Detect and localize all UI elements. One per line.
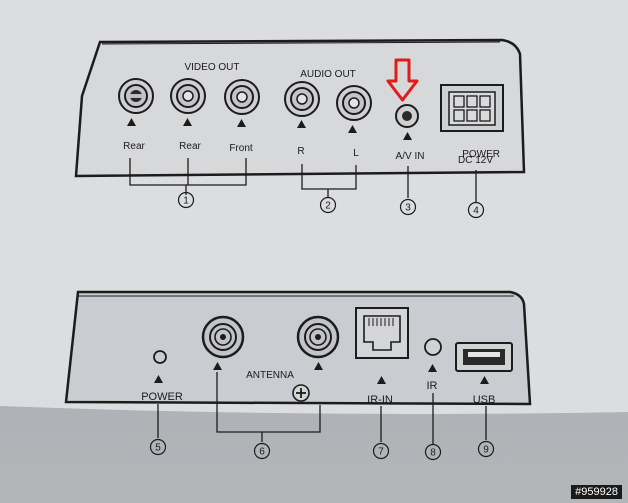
callout-7: 7 [378, 447, 384, 458]
av-in-jack [395, 104, 419, 128]
callout-1: 1 [183, 196, 189, 207]
video-out-front-jack [224, 79, 260, 115]
audio-out-r-jack [284, 81, 320, 117]
antenna-1-connector [201, 315, 245, 359]
watermark: #959928 [571, 485, 622, 499]
front-label: Front [229, 143, 253, 154]
bottom-brackets [157, 372, 487, 444]
callout-8: 8 [430, 448, 436, 459]
bottom-callouts: 5 6 7 8 9 [149, 438, 495, 461]
l-label: L [353, 148, 359, 159]
rear-1-label: Rear [123, 141, 145, 152]
callout-3: 3 [405, 203, 411, 214]
callout-6: 6 [259, 447, 265, 458]
bottom-panel: POWER ANTENNA [64, 290, 532, 406]
dc-label: DC 12V [458, 155, 493, 166]
antenna-2-connector [296, 315, 340, 359]
ir-label: IR [427, 380, 438, 392]
ir-in-triangle [377, 376, 386, 384]
top-panel: VIDEO OUT AUDIO OUT [74, 38, 526, 178]
highlight-arrow [386, 58, 419, 102]
video-out-rear-2-jack [170, 78, 206, 114]
usb-triangle [480, 376, 489, 384]
audio-out-label: AUDIO OUT [300, 69, 356, 80]
top-callouts: 1 2 3 4 [177, 191, 485, 219]
antenna-label: ANTENNA [246, 370, 294, 381]
callout-9: 9 [483, 445, 489, 456]
power-connector [440, 84, 504, 132]
power-led-triangle [154, 375, 163, 383]
ir-sensor [424, 338, 442, 356]
ir-triangle [428, 364, 437, 372]
usb-port [455, 342, 513, 372]
power-label-top: POWER [462, 149, 500, 160]
ir-in-label: IR-IN [367, 394, 393, 406]
callout-5: 5 [155, 443, 161, 454]
antenna-1-triangle [213, 362, 222, 370]
ir-in-jack [355, 307, 409, 359]
audio-out-l-jack [336, 85, 372, 121]
top-brackets [129, 158, 477, 202]
callout-4: 4 [473, 206, 479, 217]
callout-2: 2 [325, 201, 331, 212]
r-label: R [297, 146, 304, 157]
video-out-rear-1-jack [118, 78, 154, 114]
video-out-label: VIDEO OUT [184, 62, 239, 73]
power-label-bottom: POWER [141, 391, 183, 403]
av-in-label: A/V IN [396, 151, 425, 162]
bottom-panel-outline [64, 290, 532, 406]
rear-2-label: Rear [179, 141, 201, 152]
power-led [153, 350, 167, 364]
antenna-2-triangle [314, 362, 323, 370]
top-pointer-triangles [127, 118, 412, 140]
usb-label: USB [473, 394, 496, 406]
top-panel-lip [101, 41, 501, 45]
ground-screw-icon [292, 384, 310, 402]
